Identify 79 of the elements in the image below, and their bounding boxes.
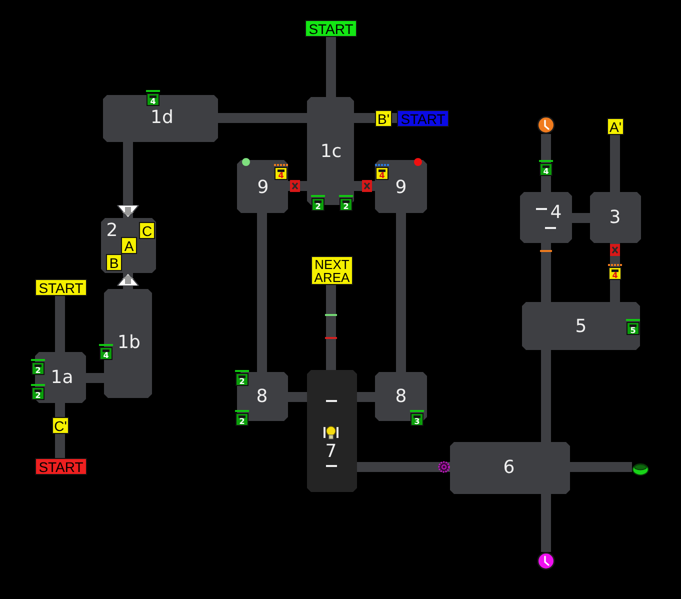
start-marker: START (305, 20, 357, 37)
corridor (55, 296, 65, 352)
room-number: 1d (150, 109, 174, 127)
corridor (541, 494, 551, 552)
corridor (541, 243, 551, 302)
clock-icon (537, 116, 555, 134)
room-number: 2 (106, 222, 118, 240)
start-marker: START (35, 279, 87, 296)
link-marker: A (121, 237, 137, 254)
clock-icon (537, 552, 555, 570)
start-marker: START (35, 458, 87, 475)
start-marker: START (397, 110, 449, 127)
corridor (55, 403, 65, 417)
link-marker: A' (607, 118, 624, 135)
map-room (522, 302, 640, 350)
exit-marker: NEXT AREA (311, 256, 353, 285)
chest-count: 2 (239, 418, 245, 426)
chest-count: 2 (35, 367, 41, 375)
chest-count: 2 (35, 392, 41, 400)
map-room (375, 160, 427, 213)
corridor (116, 142, 140, 219)
chest-count: 5 (630, 327, 636, 335)
corridor (326, 285, 336, 370)
map-room (520, 192, 572, 243)
chest-count: 4 (278, 172, 284, 180)
room-number: 8 (395, 388, 407, 406)
corridor (572, 213, 590, 223)
map-room (450, 442, 570, 494)
map-room (237, 160, 288, 213)
corridor (354, 181, 375, 191)
corridor (610, 243, 620, 302)
room-number: 9 (257, 179, 269, 197)
corridor (357, 392, 375, 402)
map-room (307, 370, 357, 492)
corridor (392, 113, 397, 123)
link-marker: C' (52, 417, 69, 434)
map-room (101, 218, 156, 273)
corridor (396, 213, 406, 372)
chest-count: 4 (543, 168, 549, 176)
chest-count: 4 (379, 172, 385, 180)
room-number: 5 (575, 318, 587, 336)
link-marker: B' (375, 110, 392, 127)
room-number: 9 (395, 179, 407, 197)
corridor (570, 462, 632, 472)
corridor (86, 373, 104, 383)
link-marker: C (139, 222, 155, 239)
map-room (590, 192, 641, 243)
map-room (103, 95, 218, 142)
chest-count: 3 (414, 418, 420, 426)
corridor (541, 134, 551, 192)
chest-count: 4 (103, 352, 109, 360)
corridor (541, 350, 551, 442)
link-marker: B (106, 254, 122, 271)
room-number: 7 (325, 443, 337, 461)
map-room (35, 352, 86, 403)
room-number: 6 (503, 459, 515, 477)
map-room (307, 97, 354, 205)
room-number: 1c (320, 143, 342, 161)
corridor (288, 392, 307, 402)
map-room (104, 289, 152, 398)
corridor (116, 272, 140, 289)
chest-count: 2 (343, 203, 349, 211)
corridor (326, 37, 336, 97)
room-number: 8 (256, 388, 268, 406)
corridor (218, 113, 307, 123)
corridor (354, 113, 375, 123)
corridor (288, 181, 307, 191)
room-number: 1b (118, 334, 140, 352)
corridor (55, 434, 65, 458)
chest-count: 4 (612, 272, 618, 280)
chest-count: 2 (315, 203, 321, 211)
room-number: 3 (609, 209, 621, 227)
corridor (257, 213, 267, 372)
corridor (610, 135, 620, 192)
chest-count: 2 (239, 378, 245, 386)
room-number: 4 (550, 204, 562, 222)
corridor (357, 462, 450, 472)
chest-count: 4 (150, 98, 156, 106)
room-number: 1a (50, 369, 74, 387)
